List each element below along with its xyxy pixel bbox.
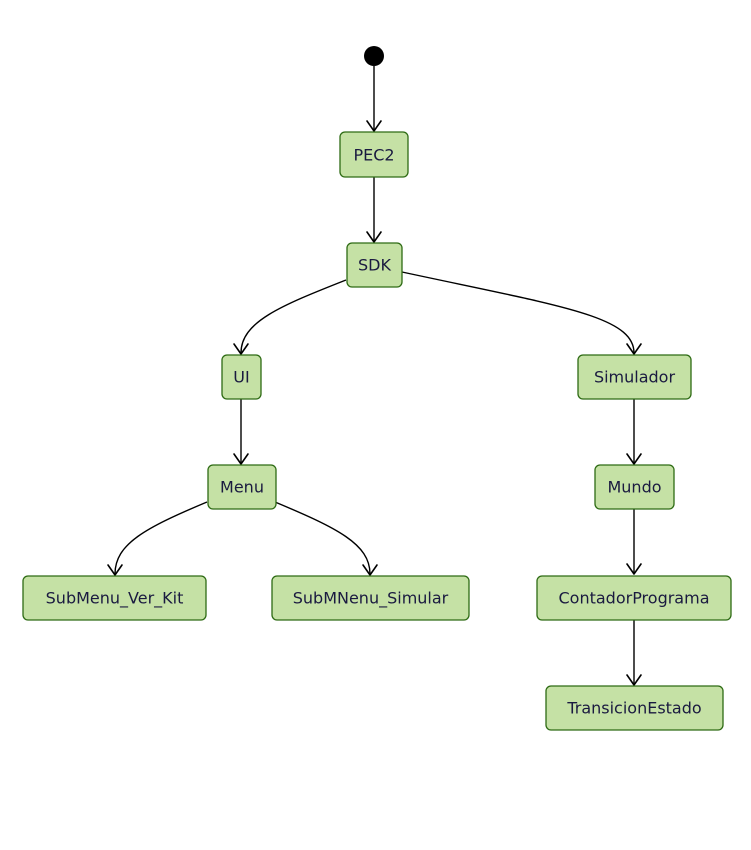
node-sdk: SDK (346, 242, 403, 288)
node-transicion-estado: TransicionEstado (545, 685, 724, 731)
node-submnenu-simular: SubMNenu_Simular (271, 575, 470, 621)
edge-sdk-simulador (401, 271, 635, 354)
node-simulador: Simulador (577, 354, 692, 400)
node-contador-programa: ContadorPrograma (536, 575, 732, 621)
arrowhead-menu (233, 453, 249, 465)
node-mundo: Mundo (594, 464, 675, 510)
node-submnenu-simular-label: SubMNenu_Simular (293, 589, 449, 609)
node-sdk-label: SDK (358, 256, 391, 275)
node-contador-programa-label: ContadorPrograma (558, 589, 709, 608)
edge-sdk-ui (240, 279, 347, 354)
node-menu: Menu (207, 464, 277, 510)
arrowhead-ui (233, 343, 249, 355)
arrowhead-submnenu-simular (362, 564, 378, 576)
arrowhead-submenu-ver-kit (107, 564, 123, 576)
edge-menu-submnenu-simular (274, 501, 371, 575)
arrowhead-mundo (626, 453, 642, 465)
edge-menu-submenu-ver-kit (114, 501, 208, 575)
arrowhead-pec2 (366, 120, 382, 132)
node-pec2-label: PEC2 (353, 146, 394, 165)
node-ui-label: UI (233, 368, 249, 387)
arrowhead-sdk (366, 231, 382, 243)
node-pec2: PEC2 (339, 131, 409, 178)
node-menu-label: Menu (220, 478, 264, 497)
arrowhead-simulador (626, 343, 642, 355)
node-simulador-label: Simulador (594, 368, 676, 387)
node-submenu-ver-kit-label: SubMenu_Ver_Kit (46, 589, 184, 609)
node-submenu-ver-kit: SubMenu_Ver_Kit (22, 575, 207, 621)
arrowhead-transicion (626, 674, 642, 686)
node-transicion-estado-label: TransicionEstado (566, 699, 701, 718)
start-node (364, 46, 384, 66)
node-mundo-label: Mundo (607, 478, 661, 497)
edges (107, 66, 642, 686)
node-ui: UI (221, 354, 262, 400)
arrowhead-contador (626, 563, 642, 575)
